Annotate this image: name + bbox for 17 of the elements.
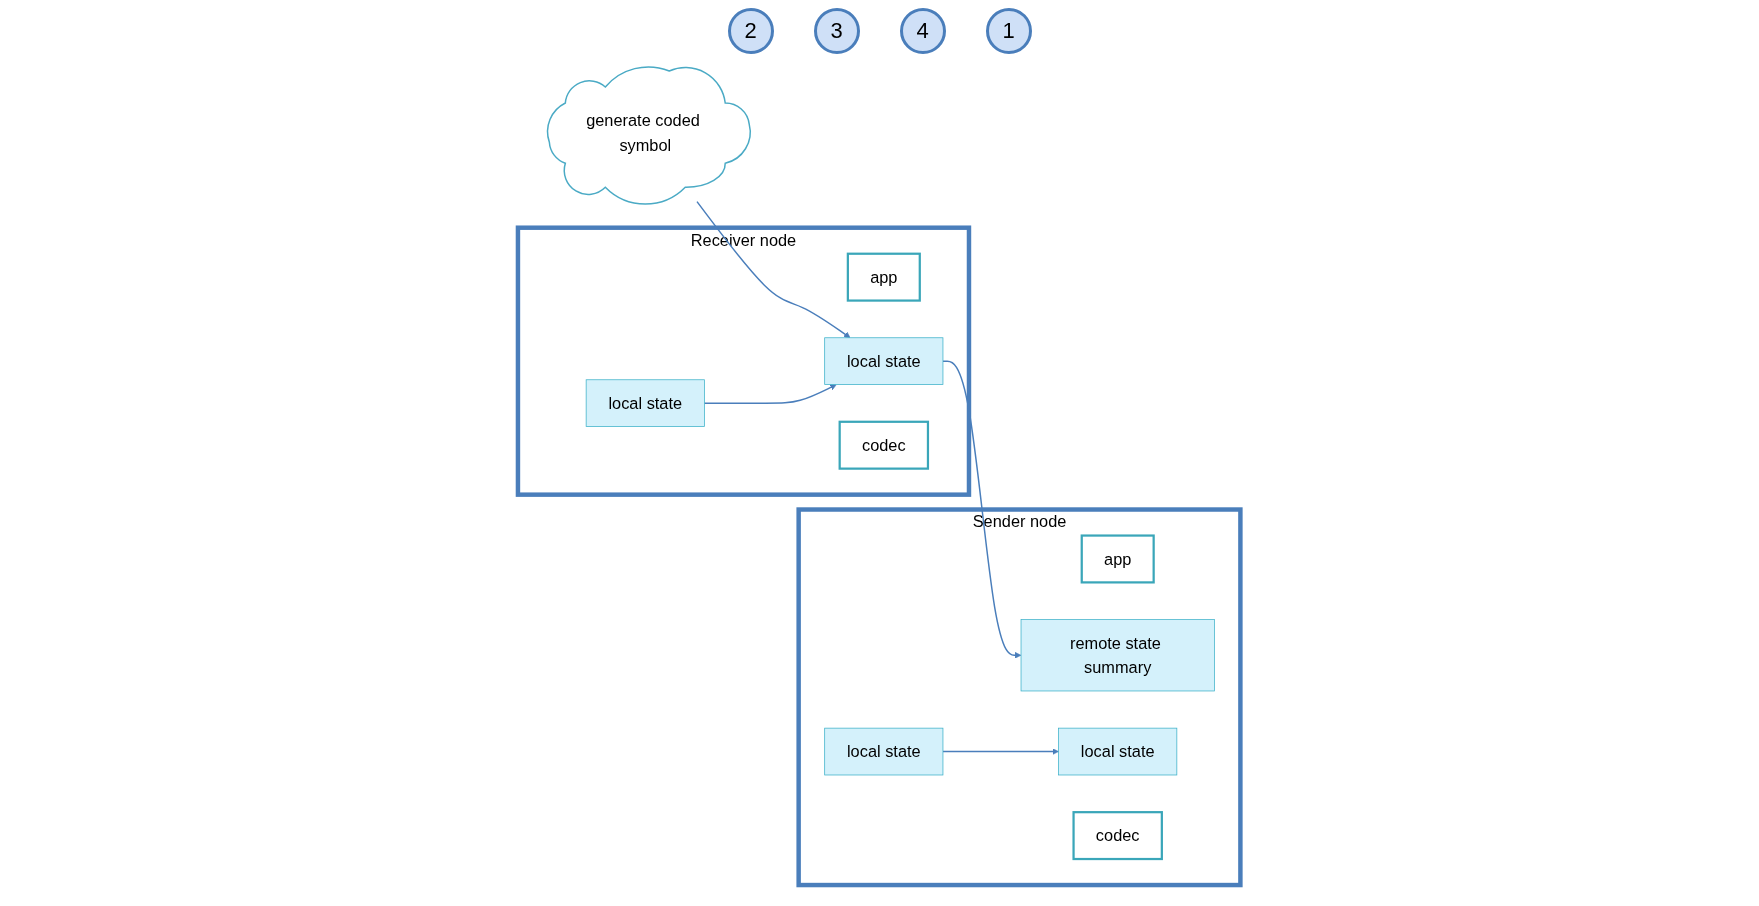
arrow <box>942 748 1060 755</box>
node-box: codec <box>1072 811 1164 861</box>
node-box: local state <box>586 379 706 427</box>
node-box: local state <box>824 727 944 776</box>
callout-number: 1 <box>985 8 1032 54</box>
callout-number: 3 <box>813 8 860 54</box>
node-box: app <box>1080 534 1156 584</box>
arrow <box>696 200 851 339</box>
node-box: app <box>847 252 922 302</box>
arrow <box>942 360 1022 659</box>
callout-number: 4 <box>899 8 946 54</box>
node-box: remote state summary <box>1021 619 1216 692</box>
node-box: codec <box>838 420 930 470</box>
node-box: local state <box>824 337 944 385</box>
arrow <box>704 384 837 404</box>
callout-number: 2 <box>727 8 774 54</box>
node-box: local state <box>1058 727 1178 776</box>
